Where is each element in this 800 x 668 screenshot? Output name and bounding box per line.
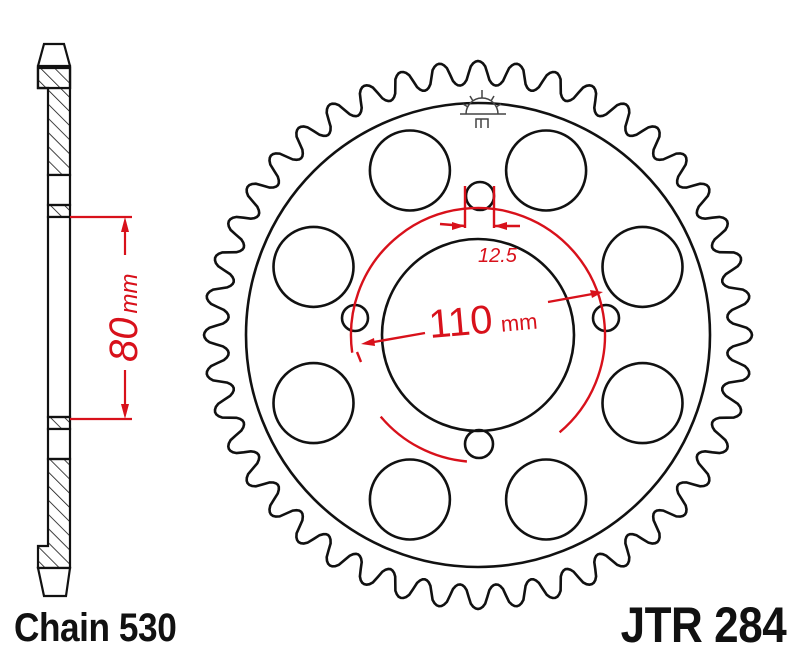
chain-size-label: Chain 530 — [14, 606, 177, 650]
sprocket-face — [202, 59, 754, 611]
lightening-holes — [272, 129, 684, 541]
hub-dimension — [70, 215, 132, 421]
dimension-arrows — [361, 222, 603, 346]
part-number-label: JTR 284 — [620, 597, 786, 653]
inner-ring — [244, 101, 712, 569]
mounting-hole-top — [464, 180, 496, 212]
mounting-hole-right — [591, 303, 621, 333]
sprocket-teeth — [202, 59, 754, 611]
lightening-hole — [368, 458, 452, 541]
lightening-hole — [601, 361, 684, 445]
lightening-hole — [504, 458, 588, 541]
lightening-hole — [272, 225, 355, 309]
lightening-hole — [504, 129, 588, 212]
hub-dimension-label: 80mm — [102, 274, 146, 362]
lightening-hole — [601, 225, 684, 309]
lightening-hole — [272, 361, 355, 445]
lightening-hole — [368, 129, 452, 212]
bolt-hole-dimension-label: 12.5 — [478, 245, 518, 267]
mounting-hole-bottom — [463, 428, 495, 460]
mounting-hole-left — [340, 303, 370, 333]
side-profile — [36, 42, 72, 598]
jt-logo-icon — [460, 90, 506, 128]
